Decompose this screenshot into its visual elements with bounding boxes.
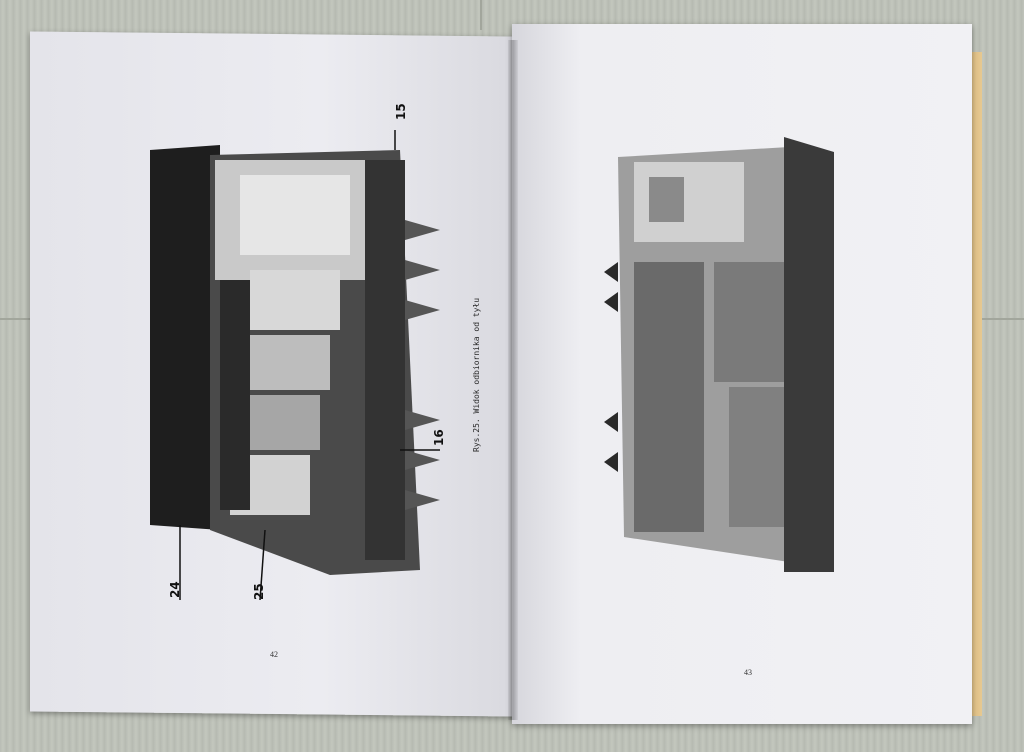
right-page-number: 43 xyxy=(744,668,752,677)
callout-label-15: 15 xyxy=(394,103,408,120)
right-page-photo-amplifier-rear xyxy=(604,137,834,572)
left-page-number: 42 xyxy=(270,650,278,659)
callout-label-24: 24 xyxy=(168,581,182,598)
callout-label-25: 25 xyxy=(252,583,266,600)
figure-caption: Rys.25. Widok odbiornika od tyłu xyxy=(472,297,481,452)
callout-label-16: 16 xyxy=(432,429,446,446)
booklet-spine xyxy=(508,40,518,720)
left-page-photo-amplifier-interior xyxy=(150,130,440,600)
